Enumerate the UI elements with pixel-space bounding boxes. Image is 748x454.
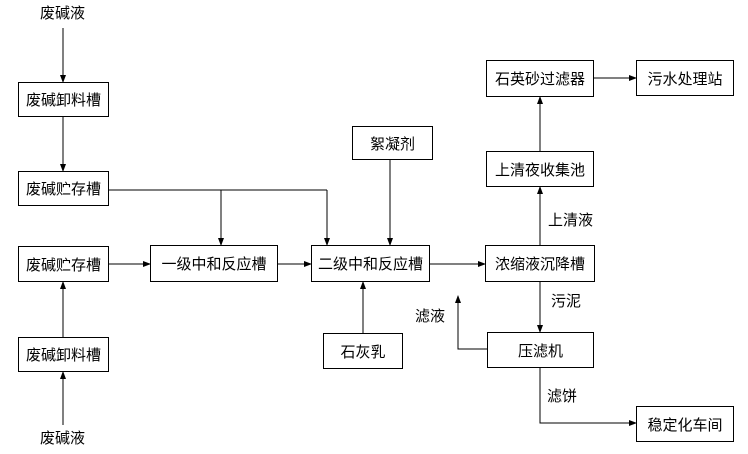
storage-tank-2: 废碱贮存槽: [18, 246, 109, 282]
label-filtrate: 滤液: [415, 307, 446, 325]
label-sludge: 污泥: [551, 292, 582, 310]
wastewater-station: 污水处理站: [636, 60, 734, 96]
inlet-waste-alkali-top: 废碱液: [40, 4, 86, 22]
arrow-press-to-stabilization: [539, 368, 637, 426]
label-filter-cake: 滤饼: [547, 387, 578, 405]
arrow-filtrate-return: [455, 295, 487, 350]
unload-tank-1: 废碱卸料槽: [18, 82, 109, 117]
stabilization-workshop: 稳定化车间: [636, 406, 734, 442]
primary-neutralizer: 一级中和反应槽: [150, 245, 278, 282]
inlet-waste-alkali-bottom: 废碱液: [40, 429, 86, 447]
secondary-neutralizer: 二级中和反应槽: [311, 245, 430, 282]
quartz-sand-filter: 石英砂过滤器: [486, 60, 594, 97]
lime-milk-box: 石灰乳: [323, 333, 403, 369]
flocculant-box: 絮凝剂: [352, 126, 433, 160]
clear-liquid-pool: 上清夜收集池: [486, 151, 594, 187]
unload-tank-2: 废碱卸料槽: [18, 337, 109, 372]
label-supernatant: 上清液: [548, 211, 594, 229]
storage-tank-1: 废碱贮存槽: [18, 171, 109, 206]
thickener: 浓缩液沉降槽: [485, 245, 595, 282]
filter-press: 压滤机: [487, 332, 594, 368]
